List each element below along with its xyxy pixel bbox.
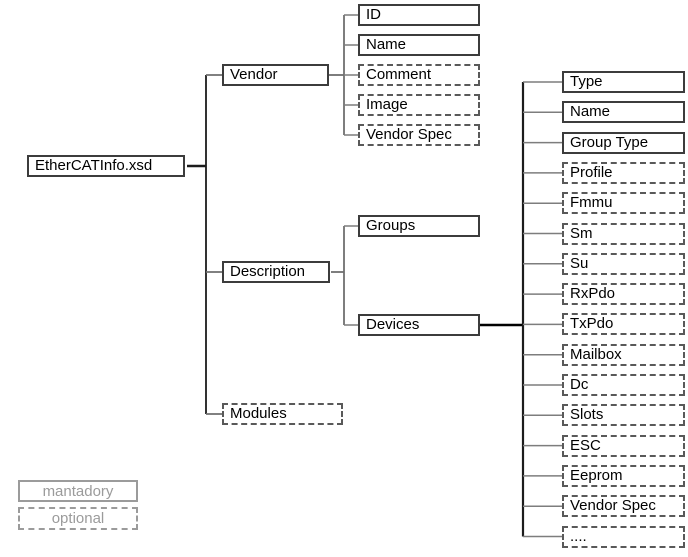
node-image: Image: [358, 94, 480, 116]
node-comment: Comment: [358, 64, 480, 86]
node-type: Type: [562, 71, 685, 93]
node-devices: Devices: [358, 314, 480, 336]
node-modules: Modules: [222, 403, 343, 425]
legend-mandatory-box: mantadory: [18, 480, 138, 502]
legend-optional-box: optional: [18, 507, 138, 530]
node-mailbox: Mailbox: [562, 343, 685, 366]
node-slots: Slots: [562, 404, 685, 427]
node-dc: Dc: [562, 374, 685, 396]
node-vendor-spec: Vendor Spec: [562, 495, 685, 518]
node-esc: ESC: [562, 434, 685, 457]
node-ethercatinfo-xsd: EtherCATInfo.xsd: [27, 155, 185, 177]
node-sm: Sm: [562, 222, 685, 245]
node-rxpdo: RxPdo: [562, 283, 685, 306]
node-vendor: Vendor: [222, 64, 329, 86]
node-name: Name: [562, 101, 685, 124]
node-txpdo: TxPdo: [562, 313, 685, 336]
node-group-type: Group Type: [562, 131, 685, 154]
node-su: Su: [562, 252, 685, 275]
node-name: Name: [358, 34, 480, 56]
node-groups: Groups: [358, 215, 480, 237]
node-vendor-spec: Vendor Spec: [358, 124, 480, 146]
node-profile: Profile: [562, 161, 685, 184]
node-eeprom: Eeprom: [562, 464, 685, 487]
node-description: Description: [222, 261, 330, 283]
node-id: ID: [358, 4, 480, 26]
node-ellipsis: ....: [562, 525, 685, 548]
node-fmmu: Fmmu: [562, 192, 685, 215]
